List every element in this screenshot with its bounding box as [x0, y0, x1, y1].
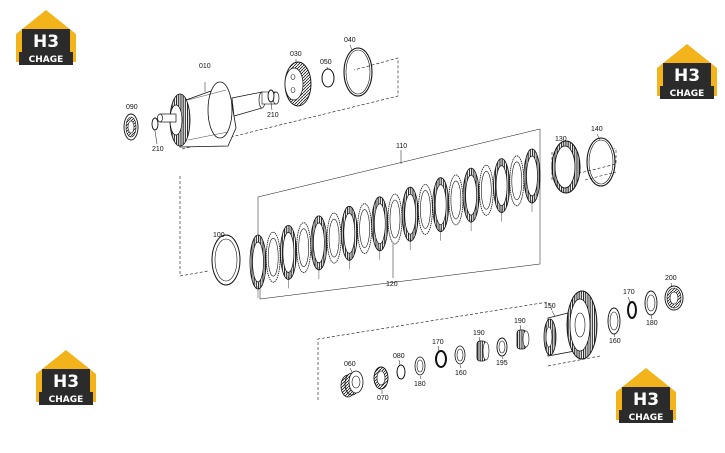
friction-disc: [523, 148, 541, 204]
label-060: 060: [344, 361, 356, 368]
friction-disc: [462, 167, 480, 223]
top-assembly-dash-frame: [181, 57, 399, 150]
steel-disc: [448, 174, 464, 226]
part-190-needle-bearing-left: [476, 336, 490, 362]
part-200-bearing: [664, 282, 684, 311]
part-180-washer-left: [414, 356, 426, 380]
steel-disc: [387, 193, 403, 245]
logo-wordmark: CHAGE: [29, 55, 64, 65]
friction-disc: [279, 224, 297, 280]
label-070: 070: [377, 395, 389, 402]
part-195-sleeve: [496, 337, 508, 360]
part-030-piston: [284, 59, 312, 107]
logo-wordmark: CHAGE: [49, 395, 84, 405]
friction-disc: [249, 234, 267, 290]
part-090-bearing: [123, 113, 139, 141]
steel-disc: [417, 183, 433, 235]
label-100: 100: [213, 232, 225, 239]
logo-mark: H3: [33, 32, 59, 52]
part-210-ring-left: [151, 117, 159, 145]
part-160-washer-right: [607, 307, 621, 338]
part-170-seal-left: [435, 345, 447, 368]
logo-mark: H3: [674, 66, 700, 86]
part-140-snap-ring: [586, 133, 616, 187]
friction-disc: [310, 215, 328, 271]
disc-pack-leader-frame: [257, 128, 541, 300]
disc-pack: [249, 148, 541, 298]
steel-disc: [478, 164, 494, 216]
part-040-ring: [343, 44, 373, 97]
part-050-seal: [321, 66, 335, 88]
steel-disc: [326, 212, 342, 264]
chage-logo-top-right: H3 CHAGE: [657, 44, 717, 99]
part-010-clutch-housing: [157, 81, 280, 148]
part-150-gear-hub: [543, 290, 598, 360]
label-130: 130: [555, 136, 567, 143]
label-160-right: 160: [609, 338, 621, 345]
logo-mark: H3: [53, 372, 79, 392]
label-110: 110: [396, 143, 407, 150]
label-040: 040: [344, 37, 356, 44]
part-160-washer-left: [454, 345, 466, 369]
friction-disc: [340, 205, 358, 261]
label-170-right: 170: [623, 289, 635, 296]
label-195: 195: [496, 360, 508, 367]
part-130-pressure-plate: [551, 140, 581, 194]
part-190-needle-bearing-right: [516, 324, 530, 350]
label-090: 090: [126, 104, 138, 111]
steel-disc: [509, 155, 525, 207]
label-190-right: 190: [514, 318, 526, 325]
chage-logo-top-left: H3 CHAGE: [16, 10, 76, 65]
chage-logo-bottom-right: H3 CHAGE: [616, 368, 676, 423]
friction-disc: [371, 196, 389, 252]
logo-wordmark: CHAGE: [629, 413, 664, 423]
label-120: 120: [386, 281, 398, 288]
label-160-left: 160: [455, 370, 467, 377]
label-180-right: 180: [646, 320, 658, 327]
part-070-disc: [373, 366, 389, 394]
friction-disc: [432, 177, 450, 233]
friction-disc: [401, 186, 419, 242]
label-050: 050: [320, 59, 332, 66]
disc-pack-dash-frame: [179, 176, 209, 277]
label-190-left: 190: [473, 330, 485, 337]
part-180-washer-right: [644, 290, 658, 320]
chage-logo-bottom-left: H3 CHAGE: [36, 350, 96, 405]
label-080: 080: [393, 353, 405, 360]
bottom-assembly-dash-frame: [317, 301, 553, 400]
part-060-spring-pack: [340, 367, 364, 398]
part-labels: 010 030 040 050 090 210 210 100 110 120 …: [126, 37, 677, 402]
label-200: 200: [665, 275, 677, 282]
label-150: 150: [544, 303, 556, 310]
logo-mark: H3: [633, 390, 659, 410]
label-210-right: 210: [267, 112, 279, 119]
part-100-end-plate: [211, 234, 241, 286]
part-170-seal-right: [627, 296, 637, 319]
label-210-left: 210: [152, 146, 164, 153]
label-170-left: 170: [432, 339, 444, 346]
steel-disc: [296, 222, 312, 274]
label-180-left: 180: [414, 381, 426, 388]
label-030: 030: [290, 51, 302, 58]
steel-disc: [265, 231, 281, 283]
label-140: 140: [591, 126, 603, 133]
friction-disc: [493, 158, 511, 214]
part-210-ring-right: [267, 89, 275, 111]
logo-wordmark: CHAGE: [670, 89, 705, 99]
part-080-ring: [396, 359, 406, 380]
label-010: 010: [199, 63, 211, 70]
steel-disc: [357, 203, 373, 255]
